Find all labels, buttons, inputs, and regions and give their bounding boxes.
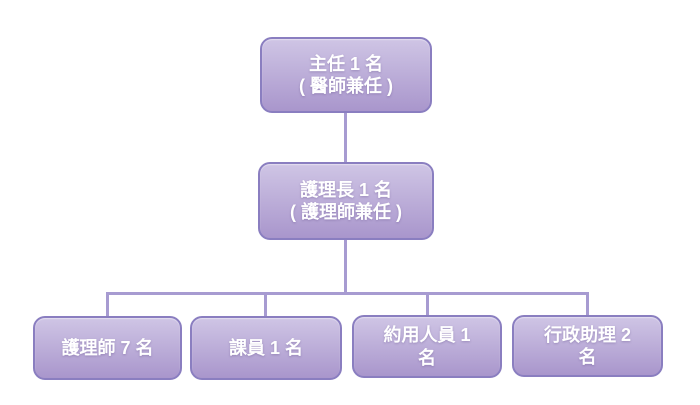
connector-drop-contract-staff (426, 292, 429, 316)
org-node-director: 主任 1 名 ( 醫師兼任 ) (260, 37, 432, 113)
connector-drop-admin-assistant (586, 292, 589, 316)
org-node-nurses: 護理師 7 名 (33, 316, 182, 380)
org-node-clerk: 課員 1 名 (190, 316, 342, 380)
connector-horizontal-bus (106, 292, 589, 295)
org-node-admin-assistant: 行政助理 2 名 (512, 315, 663, 377)
org-node-contract-staff: 約用人員 1 名 (352, 315, 502, 378)
connector-drop-nurses (106, 292, 109, 316)
connector-head-nurse-riser (344, 240, 347, 293)
connector-director-to-head-nurse (344, 113, 347, 162)
connector-drop-clerk (264, 292, 267, 316)
org-node-head-nurse: 護理長 1 名 ( 護理師兼任 ) (258, 162, 434, 240)
